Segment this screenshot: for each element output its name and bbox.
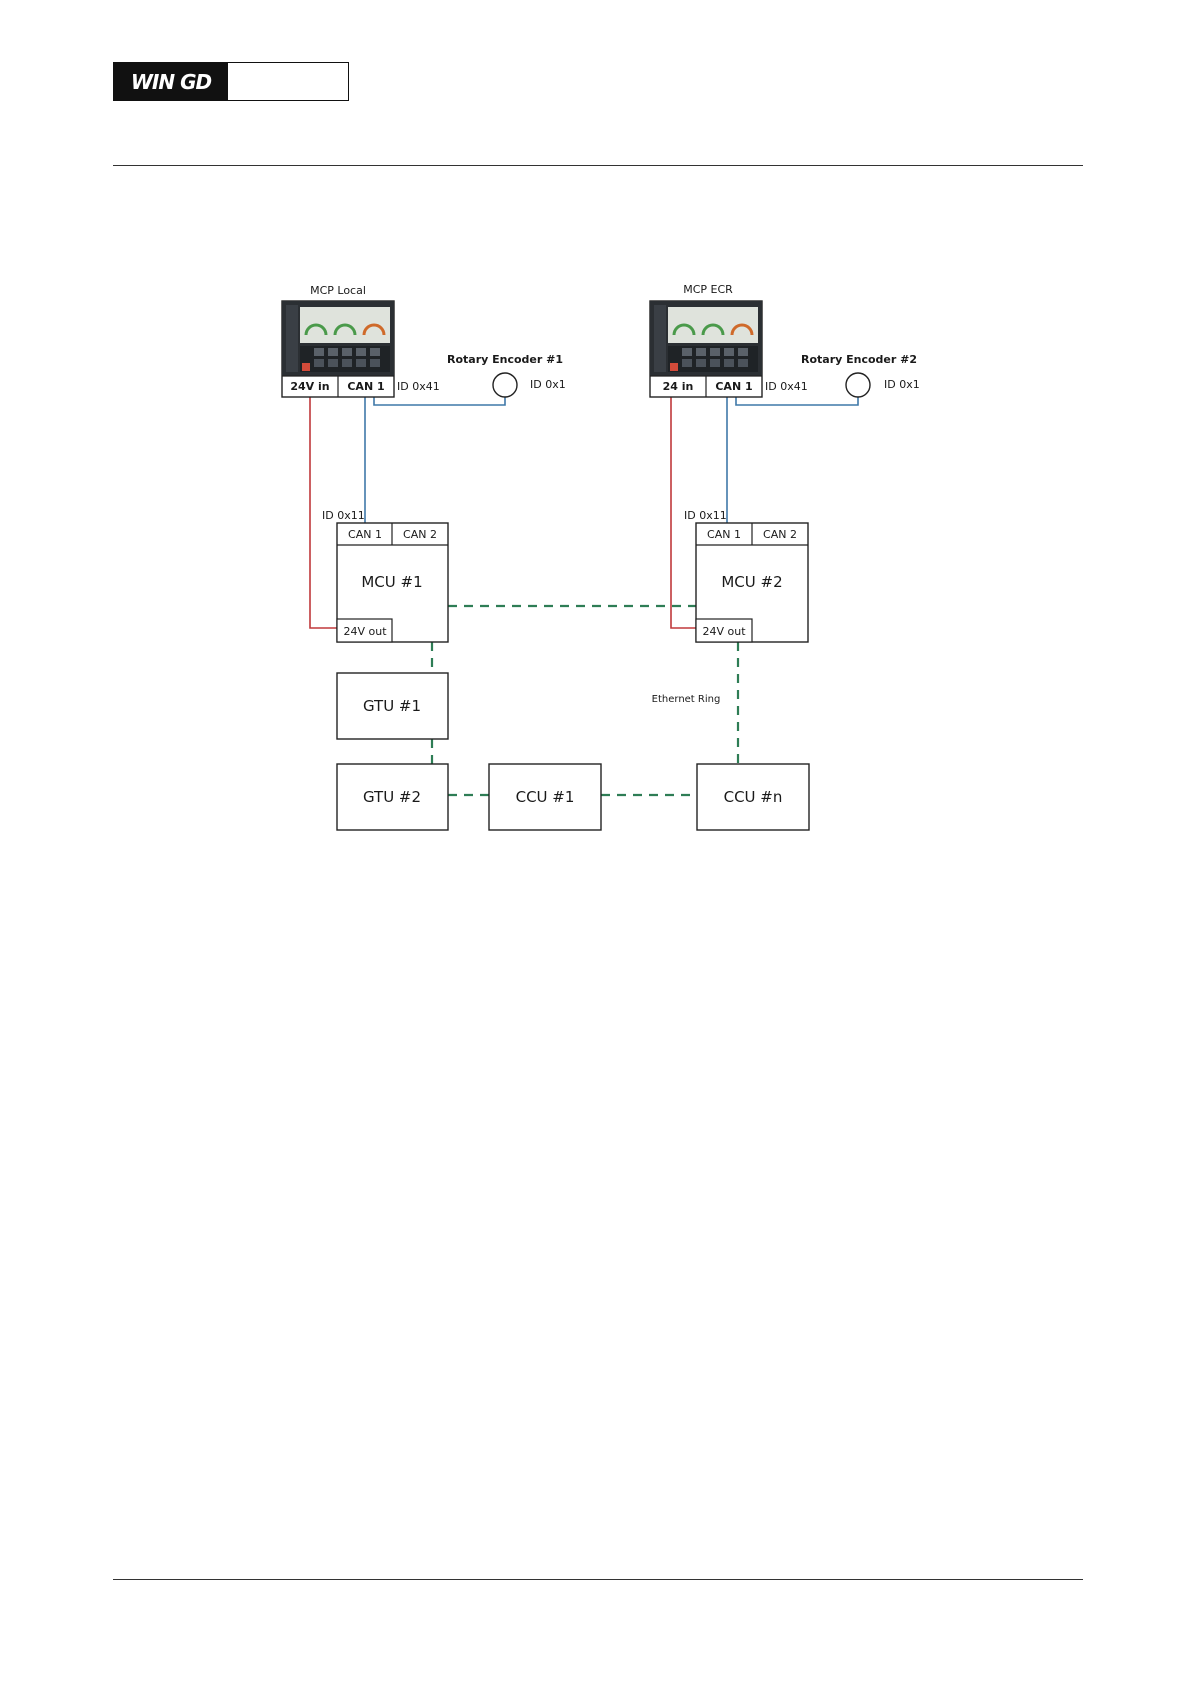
gtu-1: GTU #1 [337, 673, 448, 739]
mcu-2: ID 0x11 CAN 1 CAN 2 MCU #2 24V out [684, 509, 808, 642]
ethernet-ring-label: Ethernet Ring [652, 694, 721, 705]
mcu1-id: ID 0x11 [322, 509, 365, 522]
mcp-ecr-port-can: CAN 1 [715, 380, 752, 393]
mcu1-can1: CAN 1 [348, 528, 382, 541]
mcp-local: MCP Local 24V in CAN 1 ID 0x41 [282, 284, 440, 397]
ccu1-name: CCU #1 [516, 788, 575, 806]
mcp-local-port-can: CAN 1 [347, 380, 384, 393]
encoder1-icon [493, 373, 517, 397]
ccu-n: CCU #n [697, 764, 809, 830]
mcp-local-title: MCP Local [310, 284, 366, 297]
mcp-ecr-port-power: 24 in [663, 380, 694, 393]
mcp-local-port-power: 24V in [290, 380, 329, 393]
gtu-2: GTU #2 [337, 764, 448, 830]
encoder2-id: ID 0x1 [884, 378, 920, 391]
mcu2-power-out: 24V out [702, 625, 746, 638]
mcp-ecr-title: MCP ECR [683, 283, 733, 296]
encoder1-title: Rotary Encoder #1 [447, 353, 563, 366]
mcu2-name: MCU #2 [721, 573, 782, 591]
mcu2-can2: CAN 2 [763, 528, 797, 541]
encoder2-icon [846, 373, 870, 397]
encoder2-title: Rotary Encoder #2 [801, 353, 917, 366]
mcu1-can2: CAN 2 [403, 528, 437, 541]
ccu-1: CCU #1 [489, 764, 601, 830]
gtu1-name: GTU #1 [363, 697, 421, 715]
mcp-local-id: ID 0x41 [397, 380, 440, 393]
mcu1-power-out: 24V out [343, 625, 387, 638]
mcu1-name: MCU #1 [361, 573, 422, 591]
rotary-encoder-1: Rotary Encoder #1 ID 0x1 [447, 353, 566, 397]
can-lines [365, 395, 858, 523]
mcp-ecr-id: ID 0x41 [765, 380, 808, 393]
gtu2-name: GTU #2 [363, 788, 421, 806]
mcu2-id: ID 0x11 [684, 509, 727, 522]
mcu2-can1: CAN 1 [707, 528, 741, 541]
mcu-1: ID 0x11 CAN 1 CAN 2 MCU #1 24V out [322, 509, 448, 642]
rotary-encoder-2: Rotary Encoder #2 ID 0x1 [801, 353, 920, 397]
ccun-name: CCU #n [724, 788, 783, 806]
mcp-ecr: MCP ECR 24 in CAN 1 ID 0x41 [650, 283, 808, 397]
encoder1-id: ID 0x1 [530, 378, 566, 391]
